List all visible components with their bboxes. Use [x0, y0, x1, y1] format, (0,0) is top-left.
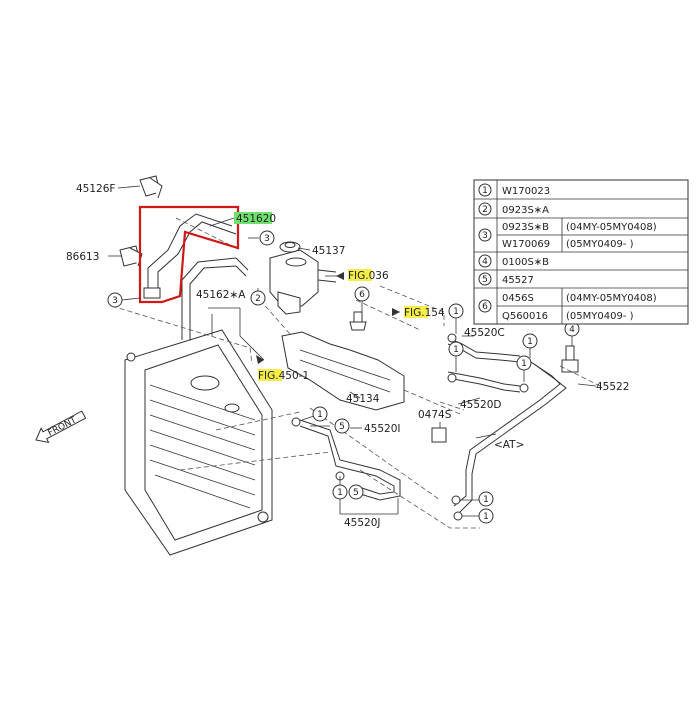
- label-45520D: 45520D: [460, 399, 502, 411]
- svg-text:(04MY-05MY0408): (04MY-05MY0408): [566, 222, 657, 233]
- svg-text:W170069: W170069: [502, 239, 550, 250]
- highlight-green-451620: [234, 212, 272, 224]
- callout-1b: 1: [448, 341, 464, 357]
- callout-1a: 1: [448, 303, 464, 319]
- legend-row-1: 1 W170023: [478, 183, 550, 197]
- label-45520J: 45520J: [344, 517, 381, 529]
- svg-text:1: 1: [453, 345, 459, 355]
- svg-text:1: 1: [483, 495, 489, 505]
- svg-text:0923S∗A: 0923S∗A: [502, 205, 549, 216]
- svg-text:5: 5: [339, 422, 345, 432]
- svg-text:(05MY0409- ): (05MY0409- ): [566, 239, 634, 250]
- label-0474S: 0474S: [418, 409, 452, 421]
- callout-3b: 3: [107, 292, 123, 308]
- legend-table: 1 W170023 2 0923S∗A 3 0923S∗B (04MY-05MY…: [473, 179, 689, 325]
- callout-1g: 1: [478, 491, 494, 507]
- legend-row-6: 6 0456S (04MY-05MY0408) Q560016 (05MY040…: [478, 293, 657, 322]
- svg-text:3: 3: [112, 296, 118, 306]
- label-45162A: 45162∗A: [196, 289, 246, 301]
- svg-text:3: 3: [264, 234, 270, 244]
- svg-text:1: 1: [453, 307, 459, 317]
- label-45134: 45134: [346, 393, 380, 405]
- svg-text:1: 1: [317, 410, 323, 420]
- callout-1c: 1: [522, 333, 538, 349]
- label-45126F: 45126F: [76, 183, 115, 195]
- svg-text:(04MY-05MY0408): (04MY-05MY0408): [566, 293, 657, 304]
- svg-text:5: 5: [353, 488, 359, 498]
- front-arrow: FRONT: [35, 410, 87, 444]
- label-at: <AT>: [494, 439, 524, 451]
- legend-row-2: 2 0923S∗A: [478, 202, 549, 216]
- svg-text:3: 3: [482, 231, 488, 241]
- svg-text:1: 1: [483, 512, 489, 522]
- callout-2: 2: [250, 290, 266, 306]
- label-45520C: 45520C: [464, 327, 505, 339]
- label-86613: 86613: [66, 251, 99, 263]
- svg-text:5: 5: [482, 275, 488, 285]
- highlight-fig154: [404, 306, 428, 318]
- svg-text:1: 1: [527, 337, 533, 347]
- label-fig154: FIG.154: [404, 307, 445, 319]
- svg-text:(05MY0409- ): (05MY0409- ): [566, 311, 634, 322]
- svg-text:1: 1: [521, 359, 527, 369]
- radiator: [124, 329, 273, 556]
- highlight-fig036: [348, 269, 372, 281]
- label-fig450: FIG.450-1: [258, 370, 309, 382]
- svg-text:6: 6: [482, 302, 488, 312]
- reserve-tank: [269, 249, 337, 315]
- svg-text:45527: 45527: [502, 275, 534, 286]
- svg-text:0456S: 0456S: [502, 293, 534, 304]
- svg-text:1: 1: [482, 186, 488, 196]
- svg-text:2: 2: [482, 205, 488, 215]
- air-duct-45134: [281, 331, 405, 411]
- label-45137: 45137: [312, 245, 345, 257]
- label-45520I: 45520I: [364, 423, 401, 435]
- legend-row-4: 4 0100S∗B: [478, 254, 549, 268]
- lower-radiator-hose: [181, 257, 249, 340]
- bolt: [349, 311, 367, 331]
- callout-3a: 3: [259, 230, 275, 246]
- callout-1d: 1: [516, 355, 532, 371]
- svg-text:2: 2: [255, 294, 261, 304]
- svg-text:4: 4: [569, 325, 575, 335]
- legend-row-5: 5 45527: [478, 272, 534, 286]
- callout-5a: 5: [334, 418, 350, 434]
- svg-text:1: 1: [337, 488, 343, 498]
- callout-5b: 5: [348, 484, 364, 500]
- legend-row-3: 3 0923S∗B (04MY-05MY0408) W170069 (05MY0…: [478, 222, 657, 250]
- at-cooler-hoses: [291, 333, 579, 521]
- clip-86613: [119, 245, 143, 267]
- svg-text:4: 4: [482, 257, 488, 267]
- callout-6: 6: [354, 286, 370, 302]
- label-451620: 451620: [236, 213, 276, 225]
- ref-arrows: [256, 272, 400, 364]
- svg-text:W170023: W170023: [502, 186, 550, 197]
- label-45522: 45522: [596, 381, 629, 393]
- hose-clip-45126F: [139, 175, 163, 199]
- svg-text:0100S∗B: 0100S∗B: [502, 257, 549, 268]
- highlight-fig450: [258, 369, 282, 381]
- callout-1h: 1: [478, 508, 494, 524]
- label-fig036: FIG.036: [348, 270, 389, 282]
- front-label: FRONT: [46, 415, 78, 438]
- svg-text:0923S∗B: 0923S∗B: [502, 222, 549, 233]
- callout-1f: 1: [332, 484, 348, 500]
- dashed-guides: [111, 217, 601, 529]
- svg-text:Q560016: Q560016: [502, 311, 548, 322]
- callout-4: 4: [564, 321, 580, 337]
- callout-1e: 1: [312, 406, 328, 422]
- svg-text:6: 6: [359, 290, 365, 300]
- cap-45137: [279, 241, 301, 253]
